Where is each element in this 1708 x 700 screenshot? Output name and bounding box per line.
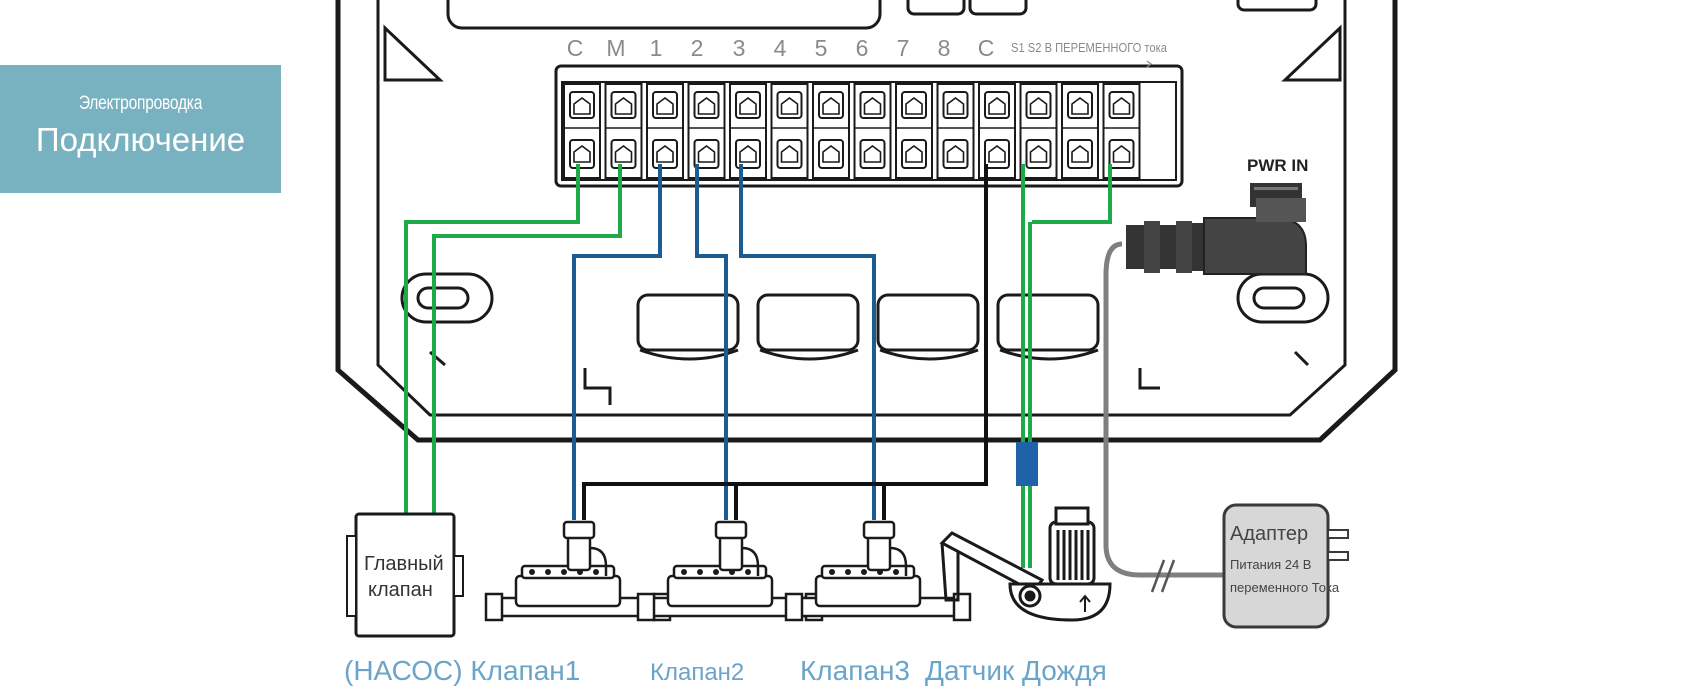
terminal-block: [604, 83, 643, 179]
terminal-label-2: 2: [691, 35, 704, 61]
terminal-block: [687, 83, 726, 179]
knockout-clips: [636, 293, 1100, 361]
zone-valve-3: [784, 520, 972, 622]
wire-connector: [1016, 442, 1038, 486]
section-subtitle: Электропроводка: [78, 93, 203, 114]
controller-inner-tray: [376, 0, 1347, 417]
green-wires-rain-sensor: [1021, 164, 1112, 568]
terminal-block: [936, 83, 975, 179]
clip-hook-left: [583, 368, 612, 405]
corner-notch-right: [1281, 24, 1342, 82]
adapter-label-line3: переменного Тока: [1230, 580, 1340, 595]
mount-slot-left-inner: [416, 286, 470, 310]
power-cable: [1103, 241, 1224, 578]
controller-housing-outline: [335, 0, 1398, 443]
black-common-wire: [582, 164, 988, 520]
display-recess: [446, 0, 882, 30]
terminal-block: [646, 83, 684, 179]
power-jack-slot: [1254, 187, 1298, 190]
button-recess-left: [906, 0, 966, 16]
pwr-in-label: PWR IN: [1247, 156, 1308, 175]
terminal-strip-inner: [561, 81, 1177, 181]
terminal-labels: C M 1 2 3 4 5 6 7 8 C S1 S2 В ПЕРЕМЕННОГ…: [567, 35, 1168, 68]
cable-break-marks: [1150, 559, 1176, 593]
terminal-block: [563, 83, 601, 179]
mount-slot-right: [1236, 272, 1330, 324]
terminal-block: [895, 83, 933, 179]
power-adapter: Адаптер Питания 24 В переменного Тока: [1222, 503, 1349, 629]
corner-recess: [1236, 0, 1318, 12]
terminal-label-m: M: [606, 35, 625, 61]
button-recess-right: [968, 0, 1028, 16]
terminal-block: [978, 83, 1016, 179]
terminal-label-1: 1: [650, 35, 663, 61]
terminal-block: [853, 83, 892, 179]
terminal-block: [1102, 83, 1141, 179]
mount-slot-right-inner: [1252, 286, 1306, 310]
terminal-block: [729, 83, 767, 179]
caption-pump-valve: (НАСОС) Клапан1: [344, 655, 580, 686]
terminal-block: [1061, 83, 1099, 179]
terminal-label-c1: C: [567, 35, 584, 61]
section-title: Подключение: [35, 121, 246, 158]
clip-mark-right: [1293, 350, 1310, 367]
section-tab: Электропроводка Подключение: [0, 65, 281, 193]
terminal-label-3: 3: [733, 35, 746, 61]
terminal-label-5: 5: [815, 35, 828, 61]
rain-sensor: [939, 506, 1112, 622]
terminal-block: [770, 83, 809, 179]
power-plug: [1126, 198, 1307, 275]
zone-valves: [484, 520, 972, 622]
corner-notch-left: [383, 24, 444, 82]
terminal-block: [812, 83, 850, 179]
adapter-label-line2: Питания 24 В: [1230, 557, 1311, 572]
terminal-label-4: 4: [774, 35, 787, 61]
caption-valve2: Клапан2: [650, 659, 744, 686]
terminal-block: [1019, 83, 1058, 179]
blue-wires-zone-valves: [572, 164, 876, 520]
terminal-blocks: [563, 83, 1141, 179]
main-valve-label-line1: Главный: [364, 553, 444, 575]
mount-slot-left: [400, 272, 494, 324]
terminal-label-6: 6: [856, 35, 869, 61]
sensor-ac-label: S1 S2 В ПЕРЕМЕННОГО тока: [1011, 40, 1168, 55]
caption-rain-sensor: Датчик Дождя: [925, 655, 1107, 686]
terminal-label-8: 8: [938, 35, 951, 61]
terminal-label-c2: C: [978, 35, 995, 61]
clip-hook-right: [1138, 368, 1160, 390]
terminal-label-7: 7: [897, 35, 910, 61]
green-wires-main-valve: [404, 164, 622, 514]
main-valve-box: Главный клапан: [346, 512, 464, 638]
small-arrow-mark: [1146, 60, 1152, 68]
main-valve-label-line2: клапан: [368, 579, 433, 601]
caption-valve3: Клапан3: [800, 655, 910, 686]
adapter-label-line1: Адаптер: [1230, 523, 1308, 545]
